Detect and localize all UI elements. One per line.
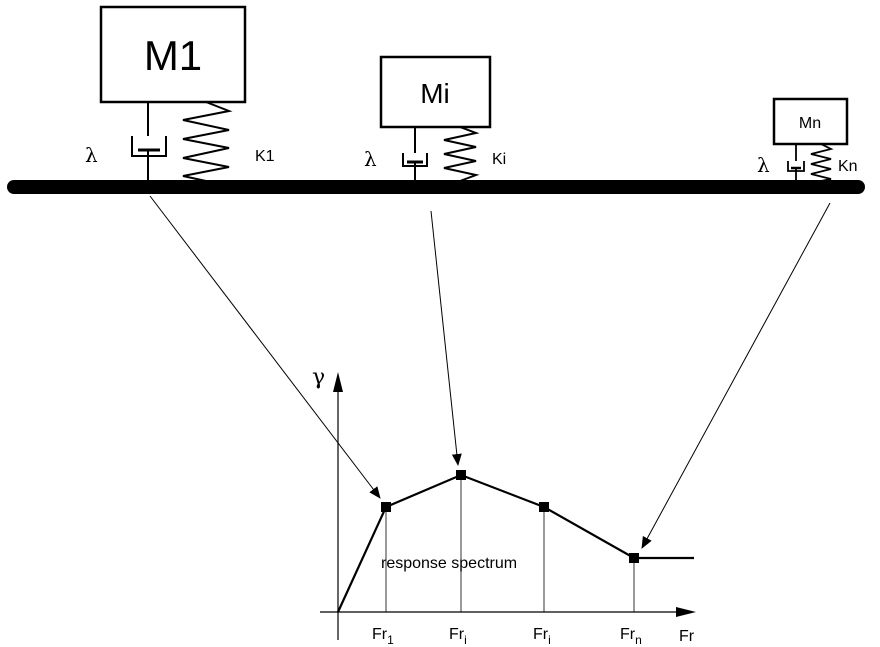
x-axis-arrowhead — [676, 607, 696, 617]
mass-label-i: Mi — [420, 78, 450, 109]
mass-block-1 — [99, 5, 247, 104]
mass-label-1: M1 — [144, 32, 202, 79]
spectrum-point-i — [456, 470, 466, 480]
frequency-tick-1: Fr1 — [372, 626, 394, 647]
x-axis-label: Fr — [679, 628, 695, 645]
oscillator-1: M1 λ K1 — [85, 5, 275, 182]
mass-label-n: Mn — [799, 115, 821, 132]
spring-n — [810, 143, 834, 182]
frequency-tick-j: Fri — [533, 626, 551, 647]
stiffness-label-i: Ki — [492, 151, 506, 168]
frequency-tick-i: Fri — [449, 626, 467, 647]
spectrum-point-n — [629, 553, 639, 563]
damping-label-1: λ — [85, 143, 98, 167]
oscillator-i: Mi λ Ki — [364, 55, 506, 182]
y-axis-symbol: γ — [312, 365, 325, 390]
spectrum-point-1 — [381, 502, 391, 512]
frequency-tick-labels: Fr1 Fri Fri Frn — [372, 626, 642, 647]
spring-i — [443, 126, 480, 182]
frequency-drop-lines — [385, 475, 635, 612]
y-axis-arrowhead — [333, 372, 343, 392]
mass-block-n — [772, 97, 849, 146]
spectrum-point-j — [539, 502, 549, 512]
spring-1 — [182, 101, 233, 182]
spectrum-axes: γ Fr — [312, 365, 696, 645]
damping-label-i: λ — [364, 147, 377, 171]
oscillator-n: Mn λ Kn — [757, 97, 858, 182]
damping-label-n: λ — [757, 153, 770, 177]
stiffness-label-1: K1 — [255, 148, 275, 165]
mapping-arrow-i — [430, 210, 462, 466]
mapping-arrow-n — [641, 202, 831, 549]
damper-n — [787, 144, 805, 181]
stiffness-label-n: Kn — [838, 158, 858, 175]
mass-block-i — [379, 55, 492, 129]
response-spectrum-curve — [336, 473, 694, 613]
damper-i — [402, 127, 428, 181]
response-spectrum-label: response spectrum — [381, 555, 517, 572]
frequency-tick-n: Frn — [620, 626, 642, 647]
damper-1 — [131, 102, 167, 181]
mapping-arrow-1 — [149, 195, 381, 499]
spectrum-points — [381, 470, 639, 563]
